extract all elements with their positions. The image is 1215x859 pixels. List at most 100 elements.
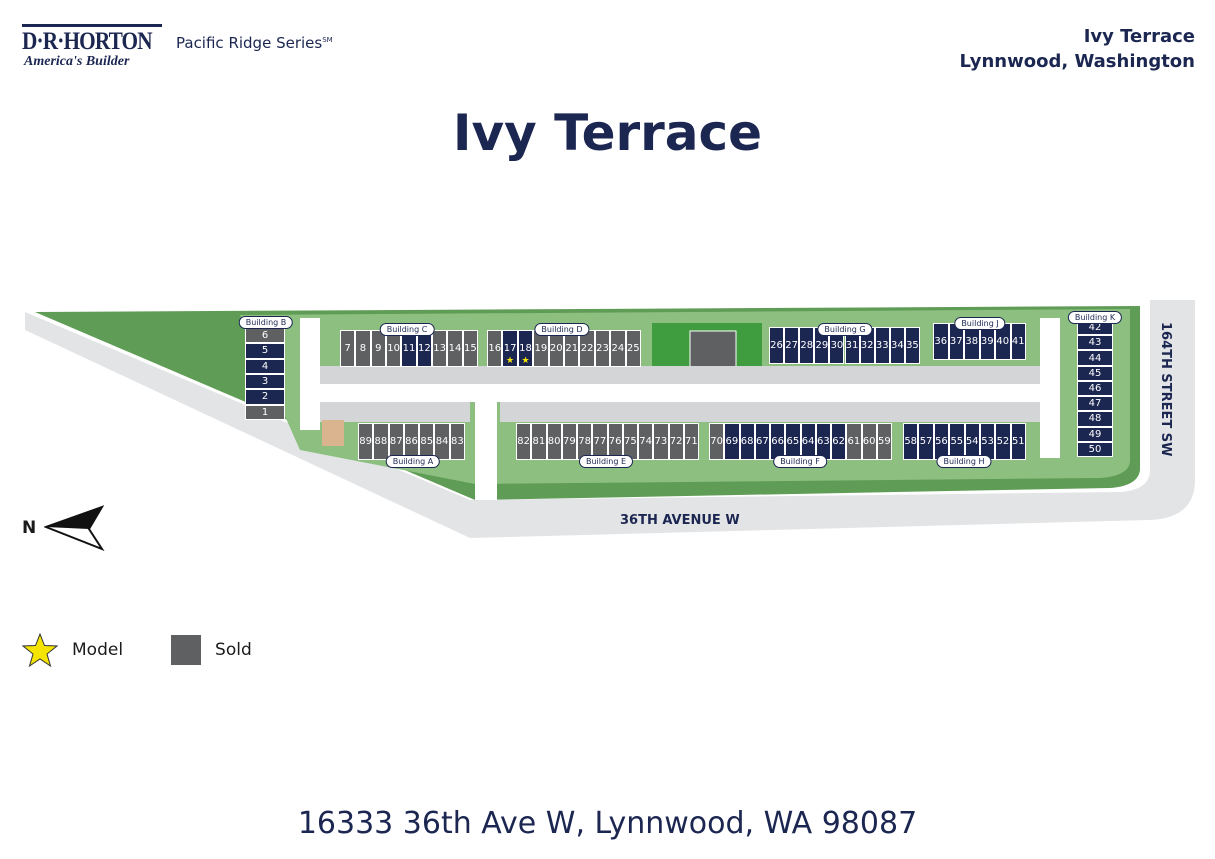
lot-48[interactable]: 48 bbox=[1077, 411, 1113, 427]
lot-number: 11 bbox=[402, 343, 416, 354]
lot-82[interactable]: 82 bbox=[516, 423, 532, 460]
logo-tagline: America's Builder bbox=[24, 54, 130, 69]
lot-80[interactable]: 80 bbox=[546, 423, 562, 460]
legend-model: Model bbox=[22, 633, 123, 667]
page-title: Ivy Terrace bbox=[452, 104, 763, 162]
lot-35[interactable]: 35 bbox=[904, 327, 920, 364]
lot-65[interactable]: 65 bbox=[785, 423, 801, 460]
lot-number: 22 bbox=[580, 343, 594, 354]
lot-45[interactable]: 45 bbox=[1077, 365, 1113, 381]
lot-number: 62 bbox=[832, 436, 845, 447]
lot-76[interactable]: 76 bbox=[607, 423, 623, 460]
building-label: Building F bbox=[773, 455, 827, 468]
lot-25[interactable]: 25 bbox=[625, 330, 641, 367]
lot-71[interactable]: 71 bbox=[683, 423, 699, 460]
lot-44[interactable]: 44 bbox=[1077, 350, 1113, 366]
lot-74[interactable]: 74 bbox=[638, 423, 654, 460]
lot-81[interactable]: 81 bbox=[531, 423, 547, 460]
lot-69[interactable]: 69 bbox=[724, 423, 740, 460]
lot-54[interactable]: 54 bbox=[964, 423, 980, 460]
lot-18[interactable]: 18★ bbox=[517, 330, 534, 367]
lot-number: 60 bbox=[862, 436, 876, 447]
lot-58[interactable]: 58 bbox=[903, 423, 919, 460]
lot-33[interactable]: 33 bbox=[874, 327, 890, 364]
lot-2[interactable]: 2 bbox=[245, 389, 285, 405]
lot-41[interactable]: 41 bbox=[1010, 323, 1026, 360]
lot-number: 14 bbox=[448, 343, 462, 354]
lot-24[interactable]: 24 bbox=[610, 330, 626, 367]
lot-51[interactable]: 51 bbox=[1010, 423, 1026, 460]
lot-number: 82 bbox=[517, 436, 530, 447]
lot-28[interactable]: 28 bbox=[799, 327, 815, 364]
lot-number: 13 bbox=[433, 343, 447, 354]
lot-10[interactable]: 10 bbox=[386, 330, 402, 367]
lot-57[interactable]: 57 bbox=[918, 423, 934, 460]
lot-83[interactable]: 83 bbox=[449, 423, 465, 460]
lot-59[interactable]: 59 bbox=[876, 423, 892, 460]
lot-number: 47 bbox=[1088, 398, 1102, 410]
lot-3[interactable]: 3 bbox=[245, 374, 285, 390]
lot-50[interactable]: 50 bbox=[1077, 441, 1113, 457]
lot-9[interactable]: 9 bbox=[370, 330, 386, 367]
lot-38[interactable]: 38 bbox=[964, 323, 980, 360]
lot-8[interactable]: 8 bbox=[355, 330, 371, 367]
lot-number: 7 bbox=[344, 343, 351, 354]
lot-number: 50 bbox=[1088, 443, 1102, 455]
lot-19[interactable]: 19 bbox=[533, 330, 549, 367]
lot-89[interactable]: 89 bbox=[358, 423, 374, 460]
lot-46[interactable]: 46 bbox=[1077, 380, 1113, 397]
lot-47[interactable]: 47 bbox=[1077, 396, 1113, 412]
lot-60[interactable]: 60 bbox=[861, 423, 877, 460]
lot-67[interactable]: 67 bbox=[754, 423, 770, 460]
lot-7[interactable]: 7 bbox=[340, 330, 356, 367]
legend-sold-label: Sold bbox=[215, 640, 252, 660]
lot-68[interactable]: 68 bbox=[739, 423, 755, 460]
building-label: Building G bbox=[817, 323, 873, 336]
lot-32[interactable]: 32 bbox=[859, 327, 875, 364]
lot-27[interactable]: 27 bbox=[784, 327, 800, 364]
lot-5[interactable]: 5 bbox=[245, 343, 285, 359]
lot-72[interactable]: 72 bbox=[668, 423, 684, 460]
lot-26[interactable]: 26 bbox=[769, 327, 785, 364]
lot-23[interactable]: 23 bbox=[594, 330, 611, 367]
lot-61[interactable]: 61 bbox=[846, 423, 862, 460]
lot-62[interactable]: 62 bbox=[831, 423, 847, 460]
lot-number: 65 bbox=[786, 436, 800, 447]
lot-number: 30 bbox=[830, 340, 844, 351]
lot-number: 66 bbox=[771, 436, 784, 447]
lot-87[interactable]: 87 bbox=[388, 423, 404, 460]
lot-number: 8 bbox=[359, 343, 367, 354]
lot-number: 58 bbox=[904, 436, 918, 447]
lot-17[interactable]: 17★ bbox=[502, 330, 518, 367]
lot-52[interactable]: 52 bbox=[995, 423, 1011, 460]
lot-number: 64 bbox=[801, 436, 815, 447]
lot-15[interactable]: 15 bbox=[462, 330, 478, 367]
playground bbox=[322, 420, 344, 446]
lot-79[interactable]: 79 bbox=[561, 423, 577, 460]
parking-north bbox=[320, 366, 1040, 384]
lot-16[interactable]: 16 bbox=[487, 330, 503, 367]
lot-84[interactable]: 84 bbox=[434, 423, 450, 460]
lot-55[interactable]: 55 bbox=[949, 423, 965, 460]
lot-73[interactable]: 73 bbox=[653, 423, 669, 460]
lot-11[interactable]: 11 bbox=[401, 330, 417, 367]
lot-13[interactable]: 13 bbox=[432, 330, 448, 367]
lot-number: 24 bbox=[611, 343, 625, 354]
building-label: Building H bbox=[936, 455, 992, 468]
lot-20[interactable]: 20 bbox=[548, 330, 564, 367]
lot-14[interactable]: 14 bbox=[447, 330, 463, 367]
lot-1[interactable]: 1 bbox=[245, 404, 285, 420]
lot-number: 6 bbox=[261, 330, 269, 342]
lot-36[interactable]: 36 bbox=[933, 323, 949, 360]
lot-88[interactable]: 88 bbox=[373, 423, 389, 460]
lot-4[interactable]: 4 bbox=[245, 358, 285, 374]
lot-70[interactable]: 70 bbox=[709, 423, 725, 460]
lot-number: 68 bbox=[740, 436, 754, 447]
lot-49[interactable]: 49 bbox=[1077, 426, 1113, 442]
lot-34[interactable]: 34 bbox=[889, 327, 905, 364]
drive-entrance bbox=[475, 400, 497, 500]
lot-6[interactable]: 6 bbox=[245, 328, 285, 344]
lot-43[interactable]: 43 bbox=[1077, 335, 1113, 351]
lot-number: 29 bbox=[815, 340, 829, 351]
